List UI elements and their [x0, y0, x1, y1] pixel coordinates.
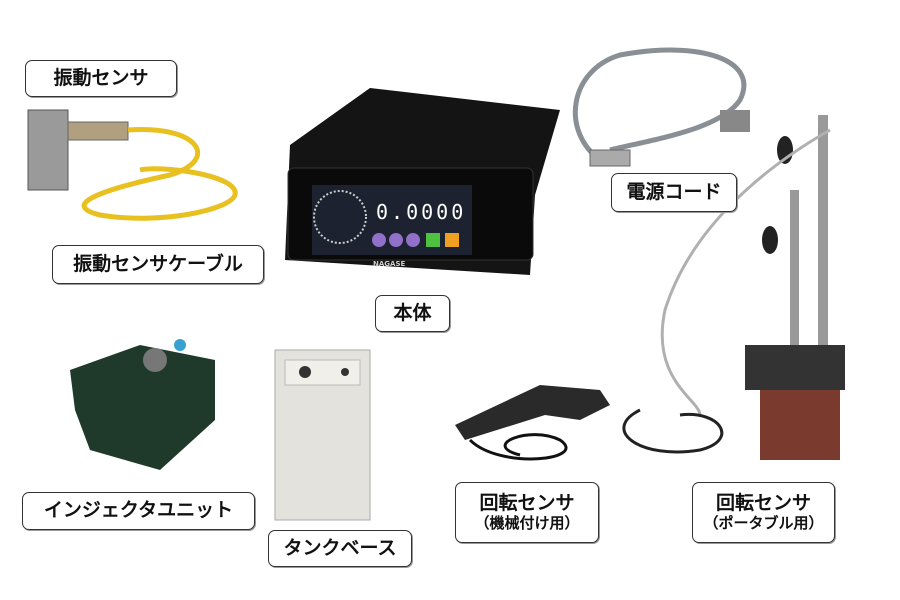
injector-unit-image — [70, 339, 215, 470]
label-vibration-sensor-cable: 振動センサケーブル — [52, 245, 264, 284]
label-text: 振動センサ — [53, 66, 149, 89]
label-text: 振動センサケーブル — [73, 252, 243, 275]
label-vibration-sensor: 振動センサ — [25, 60, 177, 97]
label-text: 本体 — [393, 301, 432, 324]
label-injector-unit: インジェクタユニット — [22, 492, 255, 530]
main-unit-image — [285, 88, 560, 275]
label-title: 回転センサ — [715, 491, 811, 514]
power-cord-image — [572, 47, 750, 167]
label-main-unit: 本体 — [375, 295, 450, 332]
label-tank-base: タンクベース — [268, 530, 412, 567]
label-power-cord: 電源コード — [611, 173, 737, 212]
label-rotation-sensor-machine: 回転センサ （機械付け用） — [455, 482, 599, 543]
label-rotation-sensor-portable: 回転センサ （ポータブル用） — [692, 482, 835, 543]
label-title: 回転センサ — [479, 491, 575, 514]
label-text: 電源コード — [626, 180, 722, 203]
tank-base-image — [274, 349, 371, 521]
machine-rotation-sensor-image — [455, 385, 610, 461]
main-unit-brand: NAGASE — [373, 260, 406, 268]
main-unit-reading: 0.0000 — [376, 200, 467, 224]
label-subtitle: （ポータブル用） — [703, 513, 824, 532]
vibration-sensor-image — [27, 109, 238, 221]
portable-rotation-sensor-image — [622, 115, 845, 460]
label-subtitle: （機械付け用） — [474, 513, 580, 532]
label-text: タンクベース — [283, 536, 397, 559]
label-text: インジェクタユニット — [43, 499, 234, 522]
